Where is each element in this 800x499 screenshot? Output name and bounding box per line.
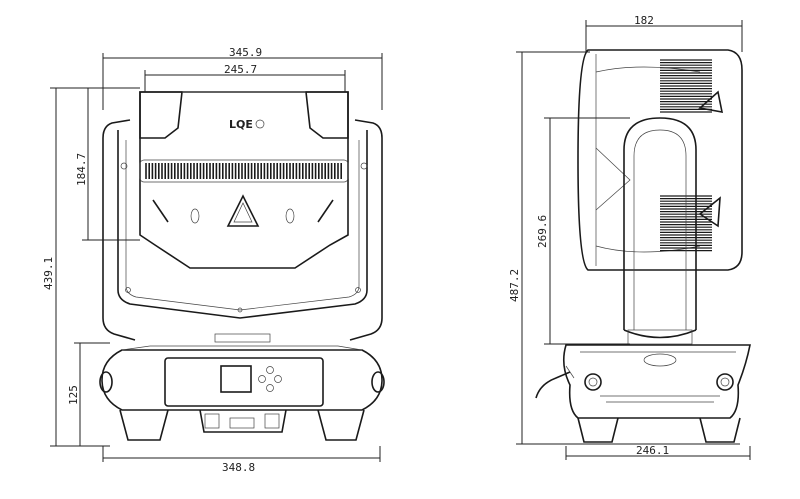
control-panel [164, 357, 324, 407]
front-vent-grille [145, 163, 343, 179]
dim-lens-width: 245.7 [224, 63, 257, 76]
handle-right [371, 371, 385, 393]
front-triangle-accent [226, 194, 260, 227]
screw [360, 162, 368, 170]
dim-head-width: 345.9 [229, 46, 262, 59]
dim-arm-height: 269.6 [536, 215, 549, 248]
power-cable [535, 371, 571, 399]
up-button [266, 366, 274, 374]
side-yoke-arm [623, 117, 697, 330]
side-handle-left [584, 373, 602, 391]
lcd-display [220, 365, 252, 393]
base-feet [119, 409, 365, 441]
side-feet [577, 417, 741, 443]
side-head-body [577, 49, 743, 271]
side-base [562, 344, 751, 419]
front-dimension-lines [50, 53, 383, 462]
side-view: 182 269.6 487.2 246.1 [508, 14, 751, 460]
side-vent-upper [660, 59, 712, 113]
side-dimension-lines [516, 20, 751, 460]
screw [120, 162, 128, 170]
side-handle-right [716, 373, 734, 391]
screw [355, 287, 361, 293]
head-top-panel-left [139, 91, 183, 139]
yoke-body [117, 130, 368, 319]
yoke-right-arm [349, 119, 383, 341]
dim-base-depth: 246.1 [636, 444, 669, 457]
menu-button [258, 375, 266, 383]
head-shell [139, 91, 349, 269]
connector-plate [229, 417, 255, 429]
head-top-panel-right [305, 91, 349, 139]
brand-logo: LQE [229, 118, 253, 131]
enter-button [274, 375, 282, 383]
handle-left [99, 371, 113, 393]
dim-base-height: 125 [67, 385, 80, 405]
dim-head-height: 184.7 [75, 153, 88, 186]
screw [237, 307, 243, 313]
yoke-left-arm [102, 119, 136, 341]
dim-total-height: 439.1 [42, 257, 55, 290]
down-button [266, 384, 274, 392]
screw [125, 287, 131, 293]
front-view: LQE [42, 46, 385, 474]
dim-side-total-height: 487.2 [508, 269, 521, 302]
dim-base-width: 348.8 [222, 461, 255, 474]
dim-head-depth: 182 [634, 14, 654, 27]
front-base [101, 349, 383, 411]
